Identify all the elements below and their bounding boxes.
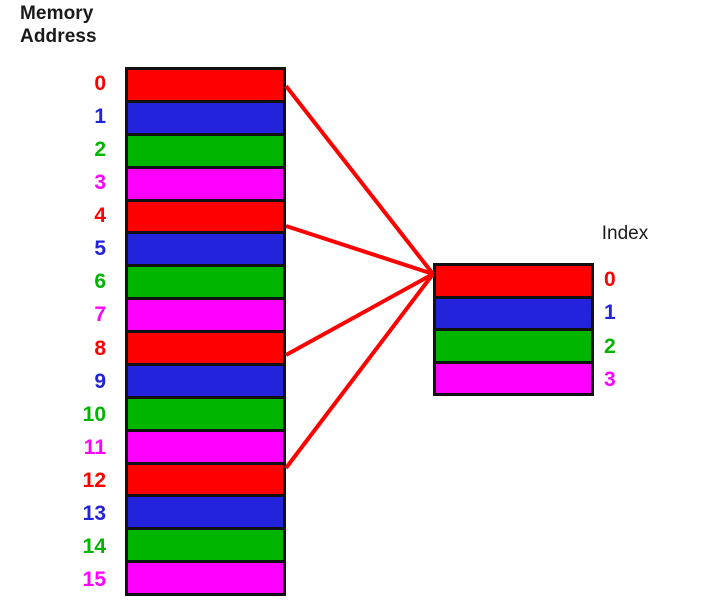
memory-address-label-6: 6: [94, 270, 106, 294]
memory-cell-14: [128, 530, 283, 564]
connector-line-from-address-12: [284, 272, 435, 470]
index-label-0: 0: [604, 268, 616, 292]
memory-address-label-8: 8: [94, 336, 106, 360]
memory-cell-0: [128, 70, 283, 103]
index-heading: Index: [601, 223, 649, 244]
index-label-3: 3: [604, 367, 616, 391]
memory-address-heading: Memory Address: [20, 2, 140, 48]
memory-cell-10: [128, 398, 283, 432]
memory-address-label-9: 9: [94, 369, 106, 393]
memory-address-label-12: 12: [82, 468, 106, 492]
memory-address-label-14: 14: [82, 534, 106, 558]
memory-cell-8: [128, 333, 283, 366]
memory-cell-5: [128, 234, 283, 268]
memory-address-label-0: 0: [94, 72, 106, 96]
memory-cell-12: [128, 464, 283, 498]
index-label-2: 2: [604, 334, 616, 358]
memory-cell-15: [128, 563, 283, 593]
index-cell-0: [436, 266, 591, 299]
memory-cell-11: [128, 431, 283, 465]
memory-address-label-4: 4: [94, 204, 106, 228]
memory-cell-1: [128, 102, 283, 136]
index-cell-1: [436, 298, 591, 331]
memory-address-label-11: 11: [83, 435, 106, 459]
memory-address-label-15: 15: [82, 567, 106, 591]
index-cell-3: [436, 363, 591, 393]
memory-heading-line-2: Address: [20, 26, 97, 47]
connector-line-from-address-4: [285, 224, 434, 276]
memory-address-label-13: 13: [82, 501, 106, 525]
memory-cell-6: [128, 267, 283, 301]
memory-cell-13: [128, 497, 283, 531]
memory-address-label-3: 3: [94, 171, 106, 195]
memory-block: [125, 67, 286, 596]
index-label-1: 1: [604, 301, 616, 325]
connector-line-from-address-0: [284, 84, 435, 276]
memory-address-label-10: 10: [82, 402, 106, 426]
memory-address-label-5: 5: [94, 237, 106, 261]
memory-cell-7: [128, 300, 283, 333]
memory-cell-2: [128, 135, 283, 169]
connector-line-from-address-8: [285, 272, 434, 357]
index-label-column: 0 1 2 3: [604, 263, 644, 396]
memory-address-label-7: 7: [94, 303, 106, 327]
index-cell-2: [436, 331, 591, 364]
memory-cell-4: [128, 201, 283, 235]
index-block: [433, 263, 594, 396]
memory-cell-3: [128, 168, 283, 202]
memory-cell-9: [128, 365, 283, 399]
memory-address-label-1: 1: [94, 105, 106, 129]
memory-heading-line-1: Memory: [20, 3, 94, 24]
memory-address-label-2: 2: [94, 138, 106, 162]
